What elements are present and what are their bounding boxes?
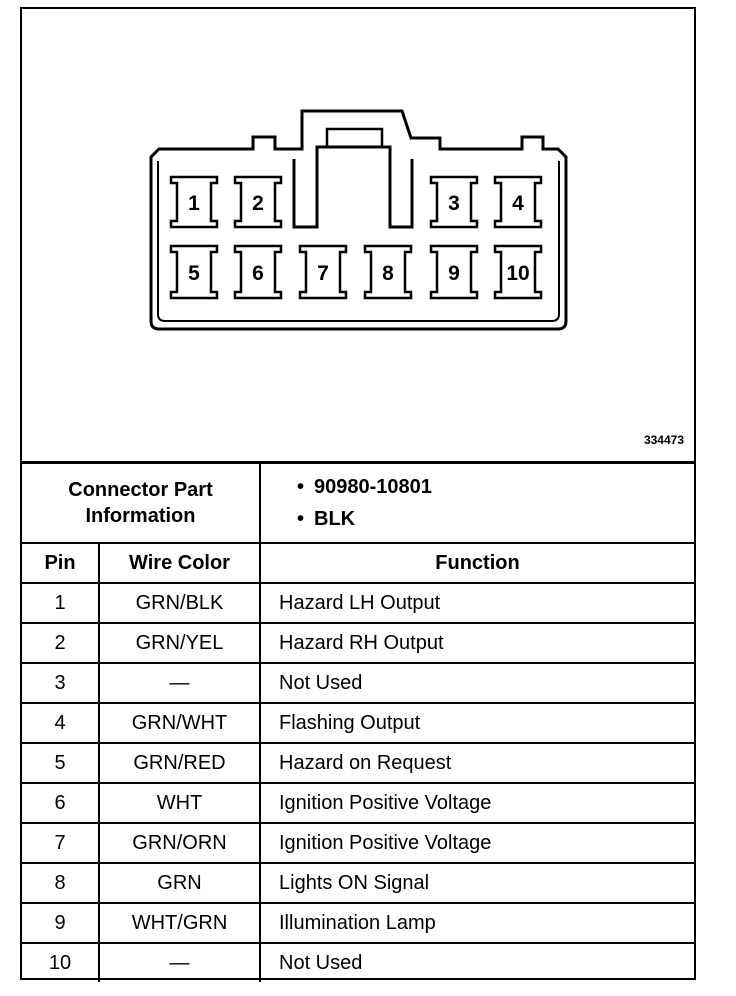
cell-function: Illumination Lamp	[259, 902, 694, 944]
cell-wire-color: GRN/ORN	[98, 822, 261, 864]
pin-label-5: 5	[188, 262, 200, 285]
pin-label-6: 6	[252, 262, 264, 285]
connector-figure: 1 2 3 4 5 6 7 8 9 10 334473	[22, 9, 694, 461]
cell-function: Not Used	[259, 662, 694, 704]
connector-latch	[292, 145, 414, 229]
cell-pin: 3	[22, 662, 100, 704]
part-info-label: Connector Part Information	[22, 461, 261, 544]
connector-inner-outline	[157, 161, 560, 322]
cell-function: Hazard on Request	[259, 742, 694, 784]
cell-function: Hazard LH Output	[259, 582, 694, 624]
pin-cavity-3	[429, 175, 479, 229]
cell-pin: 8	[22, 862, 100, 904]
pin-label-9: 9	[448, 262, 460, 285]
header-function: Function	[259, 542, 694, 584]
cell-function: Not Used	[259, 942, 694, 982]
part-info-values: 90980-10801 BLK	[259, 461, 694, 544]
cell-wire-color: GRN	[98, 862, 261, 904]
cell-function: Lights ON Signal	[259, 862, 694, 904]
cell-pin: 6	[22, 782, 100, 824]
connector-latch-tab	[325, 127, 384, 149]
cell-wire-color: WHT/GRN	[98, 902, 261, 944]
figure-id: 334473	[643, 433, 684, 447]
part-info-label-line2: Information	[85, 505, 196, 527]
cell-pin: 10	[22, 942, 100, 982]
cell-function: Ignition Positive Voltage	[259, 822, 694, 864]
cell-pin: 1	[22, 582, 100, 624]
pin-cavity-1	[169, 175, 219, 229]
pin-label-4: 4	[512, 192, 524, 215]
pin-label-8: 8	[382, 262, 394, 285]
pin-labels: 1 2 3 4 5 6 7 8 9 10	[188, 192, 530, 285]
header-wire-color: Wire Color	[98, 542, 261, 584]
pin-cavity-7	[298, 244, 348, 300]
header-pin: Pin	[22, 542, 100, 584]
pin-cavity-10	[493, 244, 543, 300]
connector-drawing: 1 2 3 4 5 6 7 8 9 10	[149, 109, 568, 331]
cell-pin: 7	[22, 822, 100, 864]
part-number: 90980-10801	[297, 471, 694, 503]
cell-wire-color: GRN/WHT	[98, 702, 261, 744]
connector-table: Connector Part Information 90980-10801 B…	[22, 461, 694, 982]
pin-label-7: 7	[317, 262, 329, 285]
cell-wire-color: GRN/RED	[98, 742, 261, 784]
cell-function: Ignition Positive Voltage	[259, 782, 694, 824]
table-row: 3—Not Used	[22, 662, 694, 704]
connector-housing	[149, 109, 568, 331]
pin-label-1: 1	[188, 192, 200, 215]
table-header-row: Pin Wire Color Function	[22, 542, 694, 584]
pin-cavity-8	[363, 244, 413, 300]
part-info-label-line1: Connector Part	[68, 479, 213, 501]
pin-cavity-6	[233, 244, 283, 300]
cell-pin: 4	[22, 702, 100, 744]
cell-wire-color: —	[98, 662, 261, 704]
pin-label-2: 2	[252, 192, 264, 215]
part-info-row: Connector Part Information 90980-10801 B…	[22, 461, 694, 544]
pin-label-3: 3	[448, 192, 460, 215]
cell-pin: 9	[22, 902, 100, 944]
cell-wire-color: GRN/BLK	[98, 582, 261, 624]
pin-cavity-5	[169, 244, 219, 300]
pin-cavities	[169, 175, 543, 300]
cell-function: Flashing Output	[259, 702, 694, 744]
part-color: BLK	[297, 503, 694, 535]
pin-cavity-9	[429, 244, 479, 300]
pin-cavity-2	[233, 175, 283, 229]
pin-label-10: 10	[506, 262, 529, 285]
cell-pin: 5	[22, 742, 100, 784]
cell-wire-color: GRN/YEL	[98, 622, 261, 664]
cell-function: Hazard RH Output	[259, 622, 694, 664]
table-row: 10—Not Used	[22, 942, 694, 982]
cell-wire-color: WHT	[98, 782, 261, 824]
cell-pin: 2	[22, 622, 100, 664]
pin-cavity-4	[493, 175, 543, 229]
cell-wire-color: —	[98, 942, 261, 982]
